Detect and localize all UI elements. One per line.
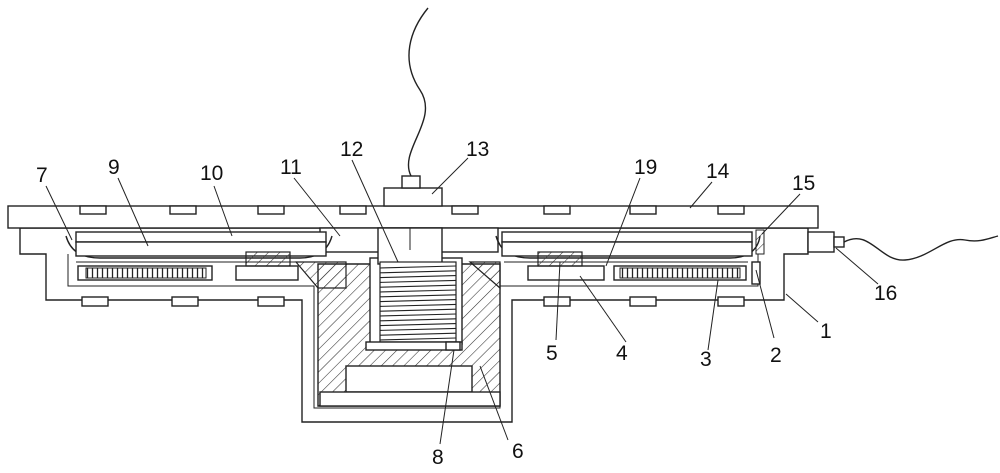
left-cup-assembly [65, 231, 333, 281]
spring-turn [379, 284, 457, 288]
label-6: 6 [512, 440, 524, 463]
spring-turn [379, 323, 457, 327]
label-3: 3 [700, 348, 712, 371]
housing-body [19, 227, 809, 423]
part-labels: 7 9 10 11 12 13 19 14 15 16 1 2 3 4 5 6 … [36, 138, 897, 469]
spring-turn [379, 337, 457, 341]
label-11: 11 [280, 156, 302, 179]
spring-turn [379, 279, 457, 283]
label-14: 14 [706, 160, 730, 183]
label-9: 9 [108, 156, 120, 179]
spring-turn [379, 289, 457, 293]
spring-turns [379, 265, 457, 341]
central-shaft [319, 227, 499, 265]
spring-turn [379, 327, 457, 331]
label-5: 5 [546, 342, 558, 365]
spring-turn [379, 303, 457, 307]
label-13: 13 [466, 138, 489, 161]
label-16: 16 [874, 282, 897, 305]
spring-turn [379, 294, 457, 298]
label-1: 1 [820, 320, 832, 343]
spring-turn [379, 275, 457, 279]
left-hatched-wedge [294, 261, 347, 289]
label-4: 4 [616, 342, 628, 365]
label-15: 15 [792, 172, 815, 195]
spring-base-plate [365, 341, 463, 351]
top-connector [383, 7, 443, 207]
label-2: 2 [770, 344, 782, 367]
leader-lines [45, 157, 879, 445]
spring-turn [379, 318, 457, 322]
label-10: 10 [200, 162, 223, 185]
right-hatched-wedge [468, 261, 501, 290]
label-12: 12 [340, 138, 363, 161]
label-19: 19 [634, 156, 657, 179]
spring-turn [379, 299, 457, 303]
spring-turn [379, 308, 457, 312]
spring-turn [379, 313, 457, 317]
label-8: 7 [36, 164, 48, 187]
right-cup-assembly [495, 229, 765, 285]
label-7: 8 [432, 446, 444, 469]
spring-turn [379, 332, 457, 336]
spring-turn [379, 265, 457, 269]
spring-turn [379, 270, 457, 274]
top-cover-plate [7, 205, 819, 229]
side-connector [807, 231, 999, 261]
spring-pin [445, 341, 461, 351]
